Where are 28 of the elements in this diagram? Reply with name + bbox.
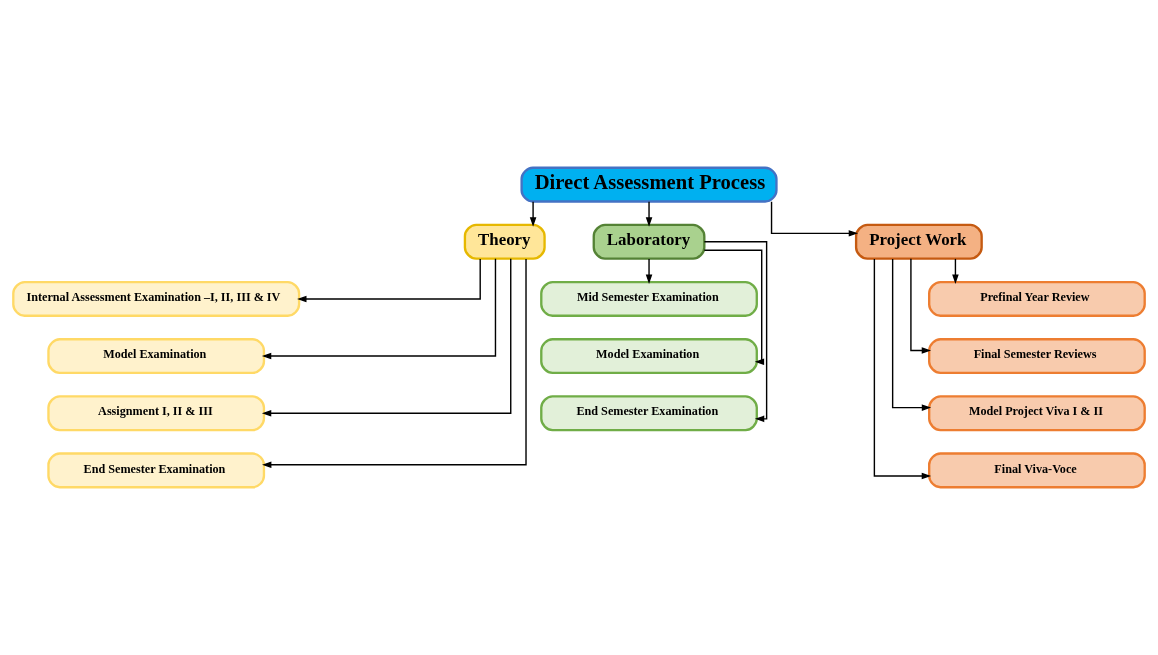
arrow [770, 200, 859, 237]
node-box: Model Examination [47, 338, 266, 375]
arrow [529, 201, 537, 227]
node-box: Theory [463, 223, 546, 260]
arrow [645, 258, 653, 284]
arrow [645, 201, 653, 227]
node-box: Assignment I, II & III [47, 395, 266, 432]
arrow [703, 241, 768, 423]
node-box: Final Viva-Voce [928, 452, 1146, 489]
arrow [910, 258, 932, 354]
node-box: Model Examination [540, 338, 758, 375]
node-box: Model Project Viva I & II [928, 395, 1146, 432]
arrow [891, 258, 932, 411]
node-box: End Semester Examination [540, 395, 758, 432]
node-box: Prefinal Year Review [928, 280, 1146, 317]
arrow [261, 258, 512, 417]
node-box: Internal Assessment Examination –I, II, III & IV [12, 280, 301, 317]
arrow [297, 258, 481, 303]
node-box: Final Semester Reviews [928, 338, 1146, 375]
node-box: Direct Assessment Process [520, 166, 778, 203]
node-box: Project Work [854, 223, 983, 260]
arrow [873, 258, 932, 480]
arrow [262, 258, 527, 469]
node-box: End Semester Examination [47, 452, 266, 489]
node-box: Laboratory [592, 223, 706, 260]
node-box: Mid Semester Examination [540, 280, 758, 317]
arrow [261, 257, 497, 360]
arrow [703, 249, 765, 365]
